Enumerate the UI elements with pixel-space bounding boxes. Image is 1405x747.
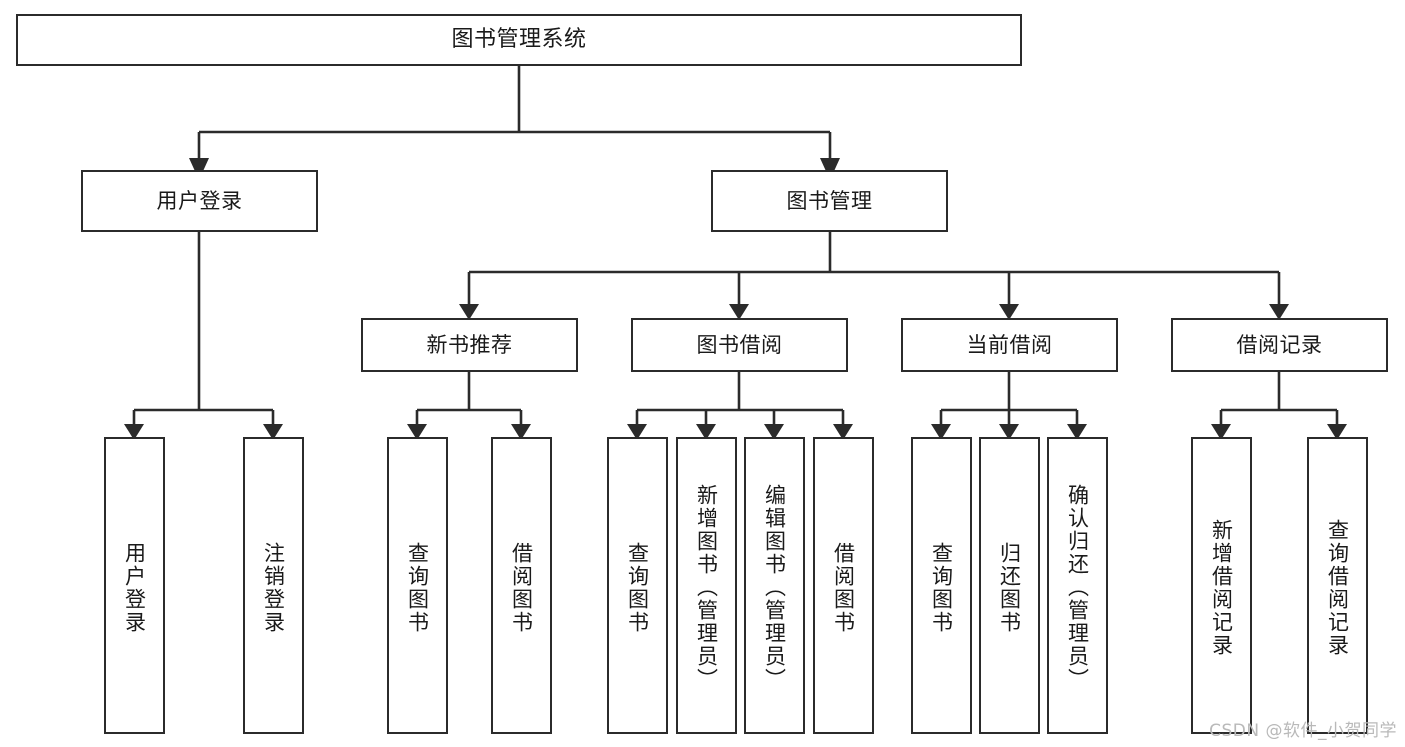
leaf-current-borrow-confirm-label: 确认归还（管理员） xyxy=(1065,484,1090,691)
node-root[interactable]: 图书管理系统 xyxy=(16,14,1022,66)
csdn-watermark: CSDN @软件_小贺同学 xyxy=(1209,721,1397,741)
leaf-current-borrow-confirm[interactable]: 确认归还（管理员） xyxy=(1047,437,1108,734)
leaf-book-borrow-add[interactable]: 新增图书（管理员） xyxy=(676,437,737,734)
leaf-user-login-signout[interactable]: 注销登录 xyxy=(243,437,304,734)
leaf-current-borrow-query-label: 查询图书 xyxy=(929,541,954,634)
leaf-book-borrow-borrow[interactable]: 借阅图书 xyxy=(813,437,874,734)
leaf-user-login-signin-label: 用户登录 xyxy=(122,541,147,634)
leaf-current-borrow-return-label: 归还图书 xyxy=(997,541,1022,634)
leaf-new-book-query[interactable]: 查询图书 xyxy=(387,437,448,734)
node-root-label: 图书管理系统 xyxy=(451,27,587,53)
node-current-borrow[interactable]: 当前借阅 xyxy=(901,318,1118,372)
leaf-book-borrow-edit-label: 编辑图书（管理员） xyxy=(762,484,787,691)
node-borrow-record-label: 借阅记录 xyxy=(1236,332,1323,357)
node-book-management-label: 图书管理 xyxy=(786,188,873,213)
leaf-new-book-borrow[interactable]: 借阅图书 xyxy=(491,437,552,734)
leaf-current-borrow-return[interactable]: 归还图书 xyxy=(979,437,1040,734)
leaf-current-borrow-query[interactable]: 查询图书 xyxy=(911,437,972,734)
node-book-management[interactable]: 图书管理 xyxy=(711,170,948,232)
node-current-borrow-label: 当前借阅 xyxy=(966,332,1053,357)
leaf-book-borrow-query-label: 查询图书 xyxy=(625,541,650,634)
leaf-new-book-query-label: 查询图书 xyxy=(405,541,430,634)
leaf-book-borrow-add-label: 新增图书（管理员） xyxy=(694,484,719,691)
leaf-book-borrow-edit[interactable]: 编辑图书（管理员） xyxy=(744,437,805,734)
node-borrow-record[interactable]: 借阅记录 xyxy=(1171,318,1388,372)
node-new-book-recommend-label: 新书推荐 xyxy=(426,332,513,357)
leaf-new-book-borrow-label: 借阅图书 xyxy=(509,541,534,634)
node-new-book-recommend[interactable]: 新书推荐 xyxy=(361,318,578,372)
leaf-borrow-record-query-label: 查询借阅记录 xyxy=(1325,518,1350,657)
leaf-book-borrow-borrow-label: 借阅图书 xyxy=(831,541,856,634)
leaf-borrow-record-query[interactable]: 查询借阅记录 xyxy=(1307,437,1368,734)
node-user-login[interactable]: 用户登录 xyxy=(81,170,318,232)
node-book-borrow-label: 图书借阅 xyxy=(696,332,783,357)
node-user-login-label: 用户登录 xyxy=(156,188,243,213)
node-book-borrow[interactable]: 图书借阅 xyxy=(631,318,848,372)
leaf-borrow-record-add-label: 新增借阅记录 xyxy=(1209,518,1234,657)
leaf-book-borrow-query[interactable]: 查询图书 xyxy=(607,437,668,734)
leaf-user-login-signin[interactable]: 用户登录 xyxy=(104,437,165,734)
leaf-user-login-signout-label: 注销登录 xyxy=(261,541,286,634)
leaf-borrow-record-add[interactable]: 新增借阅记录 xyxy=(1191,437,1252,734)
